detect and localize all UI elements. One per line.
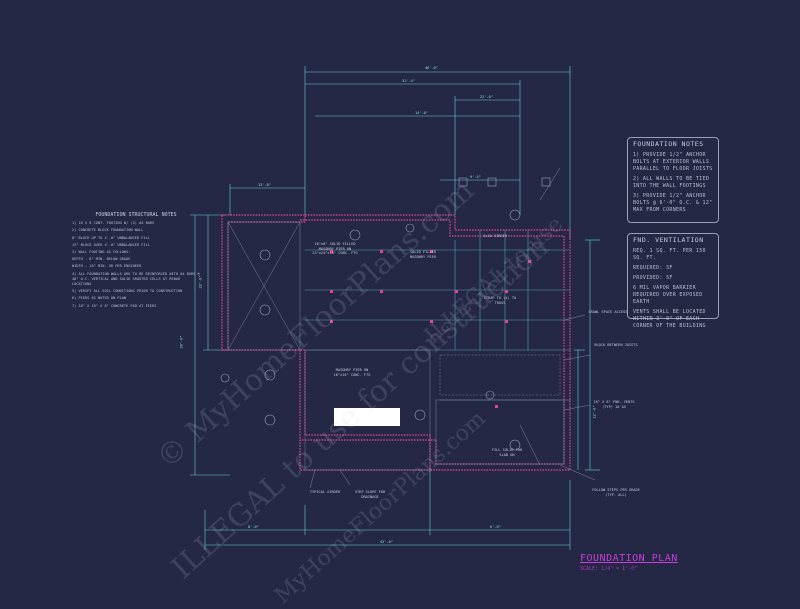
structural-note: 6) PIERS AS NOTED ON PLAN xyxy=(72,296,127,301)
dimension-overall-bottom: 42'-0" xyxy=(380,540,393,544)
structural-note: 12" BLOCK OVER 4'-0" UNBALANCED FILL xyxy=(72,242,150,247)
structural-note: 7) 16" X 16" X 8" CONCRETE PAD AT PIERS xyxy=(72,303,157,308)
structural-notes: FOUNDATION STRUCTURAL NOTES 1) 16 X 8 CO… xyxy=(72,212,200,311)
dimension-right: 12'-0" xyxy=(592,405,597,419)
dimension-bottom-2: 8'-0" xyxy=(248,525,259,529)
callout-masonry-pier: MASONRY PIER ON 16"x16" CONC. FTG xyxy=(333,368,371,377)
room-label-box xyxy=(334,408,400,426)
foundation-note: 3) PROVIDE 1/2" ANCHOR BOLTS @ 6'-0" O.C… xyxy=(633,193,713,213)
structural-note: 3) WALL FOOTING AS FOLLOWS: xyxy=(72,250,131,255)
dimension-overall-top: 46'-0" xyxy=(425,66,438,70)
callout-fnd-vents: 16" X 8" FND. VENTS (TYP) 10 AS xyxy=(593,400,635,409)
ventilation-note: VENTS SHALL BE LOCATED WITHIN 3'-0" OF E… xyxy=(633,309,706,329)
section-tags xyxy=(220,177,551,451)
dimension-top-3: 22'-0" xyxy=(480,95,493,99)
callout-typical-girder: TYPICAL GIRDER xyxy=(309,490,341,494)
foundation-walls xyxy=(221,214,571,471)
foundation-notes-box: FOUNDATION NOTES 1) PROVIDE 1/2" ANCHOR … xyxy=(627,137,719,223)
fnd-ventilation-box: FND. VENTILATION REQ. 1 SQ. FT. PER 150 … xyxy=(627,233,719,329)
callout-pier-footing: 16"x8" SOLID FILLED MASONRY PIER ON 24"x… xyxy=(312,242,358,256)
block-walls xyxy=(227,221,565,471)
callout-girder: 2x10 GIRDER xyxy=(483,234,507,238)
structural-notes-title: FOUNDATION STRUCTURAL NOTES xyxy=(95,212,177,218)
ventilation-note: REQUIRED: SF xyxy=(633,265,673,271)
structural-note: 4) ALL FOUNDATION WALLS ARE TO BE REINFO… xyxy=(72,271,200,287)
dimension-top-2: 31'-4" xyxy=(402,79,415,83)
fnd-ventilation-title: FND. VENTILATION xyxy=(633,236,704,244)
dimension-top-4: 14'-0" xyxy=(415,111,428,115)
dimension-bottom-3: 6'-0" xyxy=(490,525,501,529)
callout-strap: STRAP TO (4) TO TRUSS xyxy=(483,296,517,305)
callout-solid-filled-pier: SOLID FILLED MASONRY PIER xyxy=(410,250,436,259)
dimension-left: 28'-0" xyxy=(179,335,184,349)
structural-note: WIDTH - 16" MIN. OR PER ENGINEER xyxy=(72,264,142,269)
structural-note: DEPTH - 8" MIN. BELOW GRADE xyxy=(72,257,131,262)
callout-follow-steps: FOLLOW STEPS PER GRADE (TYP. ALL) xyxy=(592,488,640,497)
dimension-top-6: 9'-4" xyxy=(470,175,481,179)
dimension-top-5: 13'-8" xyxy=(258,183,271,187)
plan-title: FOUNDATION PLAN xyxy=(580,553,678,564)
foundation-note: 1) PROVIDE 1/2" ANCHOR BOLTS AT EXTERIOR… xyxy=(633,152,713,172)
callout-step-slope: STEP SLOPE FOR DRAINAGE xyxy=(354,490,386,499)
ventilation-note: PROVIDED: SF xyxy=(633,275,673,281)
ventilation-note: REQ. 1 SQ. FT. PER 150 SQ. FT. xyxy=(633,248,706,261)
callout-fill-solid: FILL SOLID FOR SLAB ON xyxy=(491,448,523,457)
callout-block-between-joists: BLOCK BETWEEN JOISTS xyxy=(594,343,638,347)
pier-markers xyxy=(330,250,531,408)
foundation-notes-title: FOUNDATION NOTES xyxy=(633,140,704,148)
plan-scale: SCALE: 1/4" = 1'-0" xyxy=(580,566,638,572)
ventilation-note: 6 MIL VAPOR BARRIER REQUIRED OVER EXPOSE… xyxy=(633,285,703,305)
structural-note: 8" BLOCK UP TO 4'-0" UNBALANCED FILL xyxy=(72,235,150,240)
leader-lines xyxy=(309,167,596,489)
structural-note: 2) CONCRETE BLOCK FOUNDATION WALL xyxy=(72,228,144,233)
structural-note: 1) 16 X 8 CONT. FOOTING W/ (2) #4 BARS xyxy=(72,221,155,226)
callout-crawl-access: CRAWL SPACE ACCESS xyxy=(588,310,628,314)
structural-note: 5) VERIFY ALL SOIL CONDITIONS PRIOR TO C… xyxy=(72,289,183,294)
foundation-note: 2) ALL WALLS TO BE TIED INTO THE WALL FO… xyxy=(633,176,710,189)
